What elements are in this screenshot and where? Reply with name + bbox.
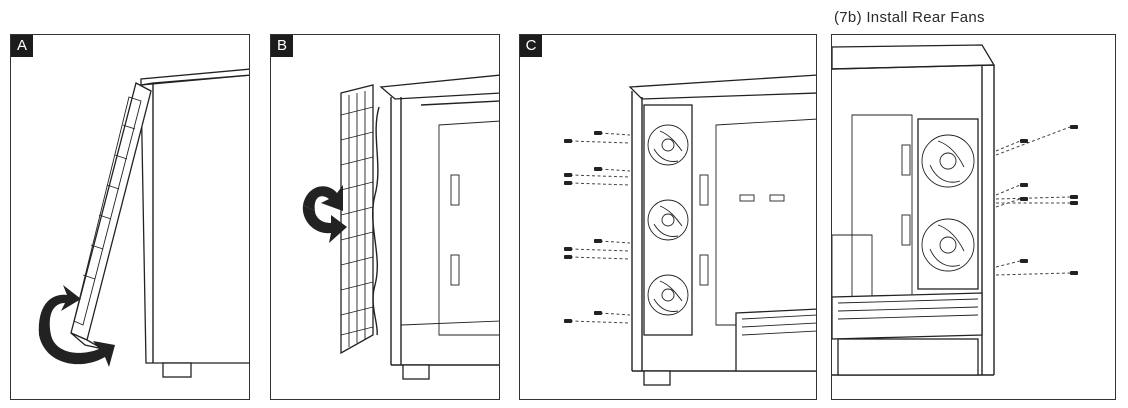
step-heading: (7b) Install Rear Fans [834,9,985,26]
step-badge-c: C [520,35,542,57]
case-front-panel-removal-illustration [38,68,249,378]
step-panel-b: B [270,34,500,400]
step-badge-a: A [11,35,33,57]
rear-fan-install-illustration [832,44,1078,376]
step-panel-rear-fans [831,34,1116,400]
case-filter-removal-illustration [302,74,499,380]
step-panel-c: C [519,34,817,400]
step-panel-a: A [10,34,250,400]
step-badge-b: B [271,35,293,57]
front-fan-install-illustration [564,74,816,386]
